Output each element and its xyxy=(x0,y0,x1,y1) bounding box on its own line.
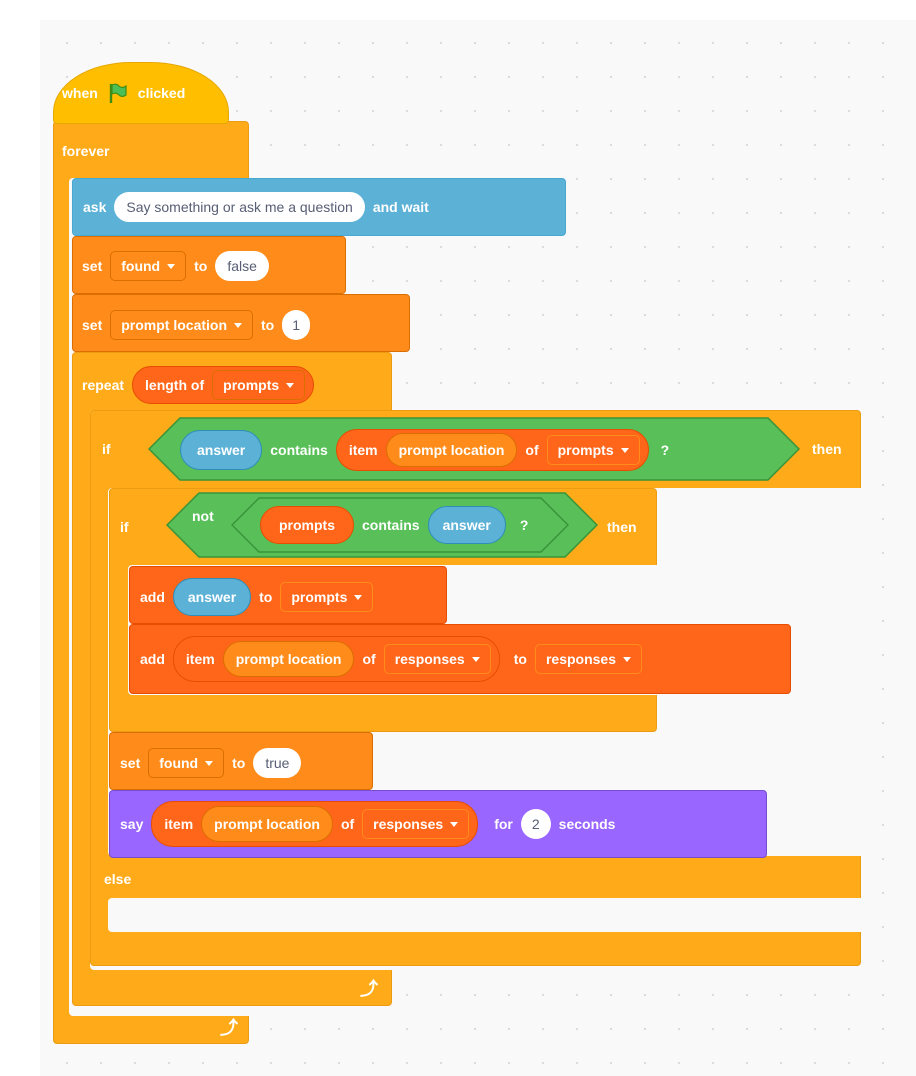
add-label: add xyxy=(140,651,165,667)
set-label: set xyxy=(82,258,103,274)
and-wait-label: and wait xyxy=(372,199,429,215)
item-of-list-reporter[interactable]: item prompt location of responses xyxy=(172,636,500,682)
not-label: not xyxy=(192,508,214,524)
contains-label: contains xyxy=(270,442,328,458)
to-label: to xyxy=(232,755,246,771)
to-label: to xyxy=(513,651,527,667)
else-mouth xyxy=(108,898,861,932)
dropdown-arrow-icon xyxy=(205,760,214,766)
when-label: when xyxy=(62,85,98,101)
item-label: item xyxy=(164,816,194,832)
list-dropdown[interactable]: prompts xyxy=(212,370,306,400)
list-name: responses xyxy=(545,651,616,667)
of-label: of xyxy=(525,442,539,458)
forever-label: forever xyxy=(62,143,110,159)
list-name: prompts xyxy=(557,442,614,458)
clicked-label: clicked xyxy=(137,85,186,101)
dropdown-arrow-icon xyxy=(471,656,480,662)
of-label: of xyxy=(340,816,355,832)
to-label: to xyxy=(194,258,208,274)
prompt-location-reporter[interactable]: prompt location xyxy=(222,641,355,677)
of-label: of xyxy=(362,651,376,667)
to-label: to xyxy=(259,589,273,605)
to-label: to xyxy=(261,317,275,333)
item-label: item xyxy=(348,442,378,458)
script-canvas[interactable]: forever when clicked ask Say something o… xyxy=(40,20,916,1076)
item-of-list-reporter[interactable]: item prompt location of responses xyxy=(151,801,479,847)
answer-reporter[interactable]: answer xyxy=(180,430,263,470)
prompt-location-reporter[interactable]: prompt location xyxy=(385,433,518,467)
dropdown-arrow-icon xyxy=(167,263,176,269)
list-dropdown[interactable]: prompts xyxy=(280,582,374,612)
dropdown-arrow-icon xyxy=(620,447,629,453)
answer-reporter[interactable]: answer xyxy=(172,578,252,616)
set-label: set xyxy=(120,755,141,771)
dropdown-arrow-icon xyxy=(623,656,631,662)
value-input[interactable]: false xyxy=(215,251,269,281)
say-label: say xyxy=(120,816,144,832)
then-label: then xyxy=(607,519,637,535)
length-of-list-reporter[interactable]: length of prompts xyxy=(132,366,315,404)
length-of-label: length of xyxy=(145,377,205,393)
variable-dropdown[interactable]: found xyxy=(110,251,187,281)
then-label: then xyxy=(812,441,842,457)
dropdown-arrow-icon xyxy=(286,382,295,388)
prompts-list-reporter[interactable]: prompts xyxy=(260,506,354,544)
dropdown-arrow-icon xyxy=(234,322,243,328)
list-dropdown[interactable]: responses xyxy=(383,644,491,674)
if-label: if xyxy=(102,441,111,457)
answer-reporter[interactable]: answer xyxy=(427,506,506,544)
list-name: prompts xyxy=(223,377,280,393)
ask-label: ask xyxy=(83,199,107,215)
repeat-label: repeat xyxy=(82,377,125,393)
item-of-list-reporter[interactable]: item prompt location of prompts xyxy=(335,429,649,471)
loop-arrow-icon: ⤴ xyxy=(220,1018,238,1038)
variable-name: found xyxy=(121,258,161,274)
dropdown-arrow-icon xyxy=(450,821,459,827)
question-mark-label: ? xyxy=(519,517,529,533)
add-label: add xyxy=(140,589,165,605)
list-name: responses xyxy=(373,816,444,832)
value-input[interactable]: 1 xyxy=(282,310,311,340)
list-name: responses xyxy=(394,651,465,667)
question-mark-label: ? xyxy=(660,442,670,458)
list-dropdown[interactable]: prompts xyxy=(546,435,640,465)
variable-name: found xyxy=(159,755,199,771)
when-flag-clicked-block[interactable] xyxy=(53,62,229,124)
list-name: prompts xyxy=(291,589,348,605)
prompt-location-reporter[interactable]: prompt location xyxy=(201,806,333,842)
if-label: if xyxy=(120,519,129,535)
seconds-input[interactable]: 2 xyxy=(520,809,551,839)
value-input[interactable]: true xyxy=(253,748,302,778)
dropdown-arrow-icon xyxy=(354,594,363,600)
seconds-label: seconds xyxy=(558,816,616,832)
variable-dropdown[interactable]: prompt location xyxy=(110,310,254,340)
contains-label: contains xyxy=(362,517,420,533)
set-label: set xyxy=(82,317,103,333)
for-label: for xyxy=(494,816,513,832)
variable-dropdown[interactable]: found xyxy=(148,748,225,778)
item-label: item xyxy=(185,651,215,667)
variable-name: prompt location xyxy=(121,317,228,333)
list-dropdown[interactable]: responses xyxy=(534,644,642,674)
green-flag-icon xyxy=(109,83,127,103)
list-dropdown[interactable]: responses xyxy=(362,809,470,839)
ask-question-input[interactable]: Say something or ask me a question xyxy=(114,192,365,222)
else-label: else xyxy=(104,871,132,887)
loop-arrow-icon: ⤴ xyxy=(360,979,378,999)
